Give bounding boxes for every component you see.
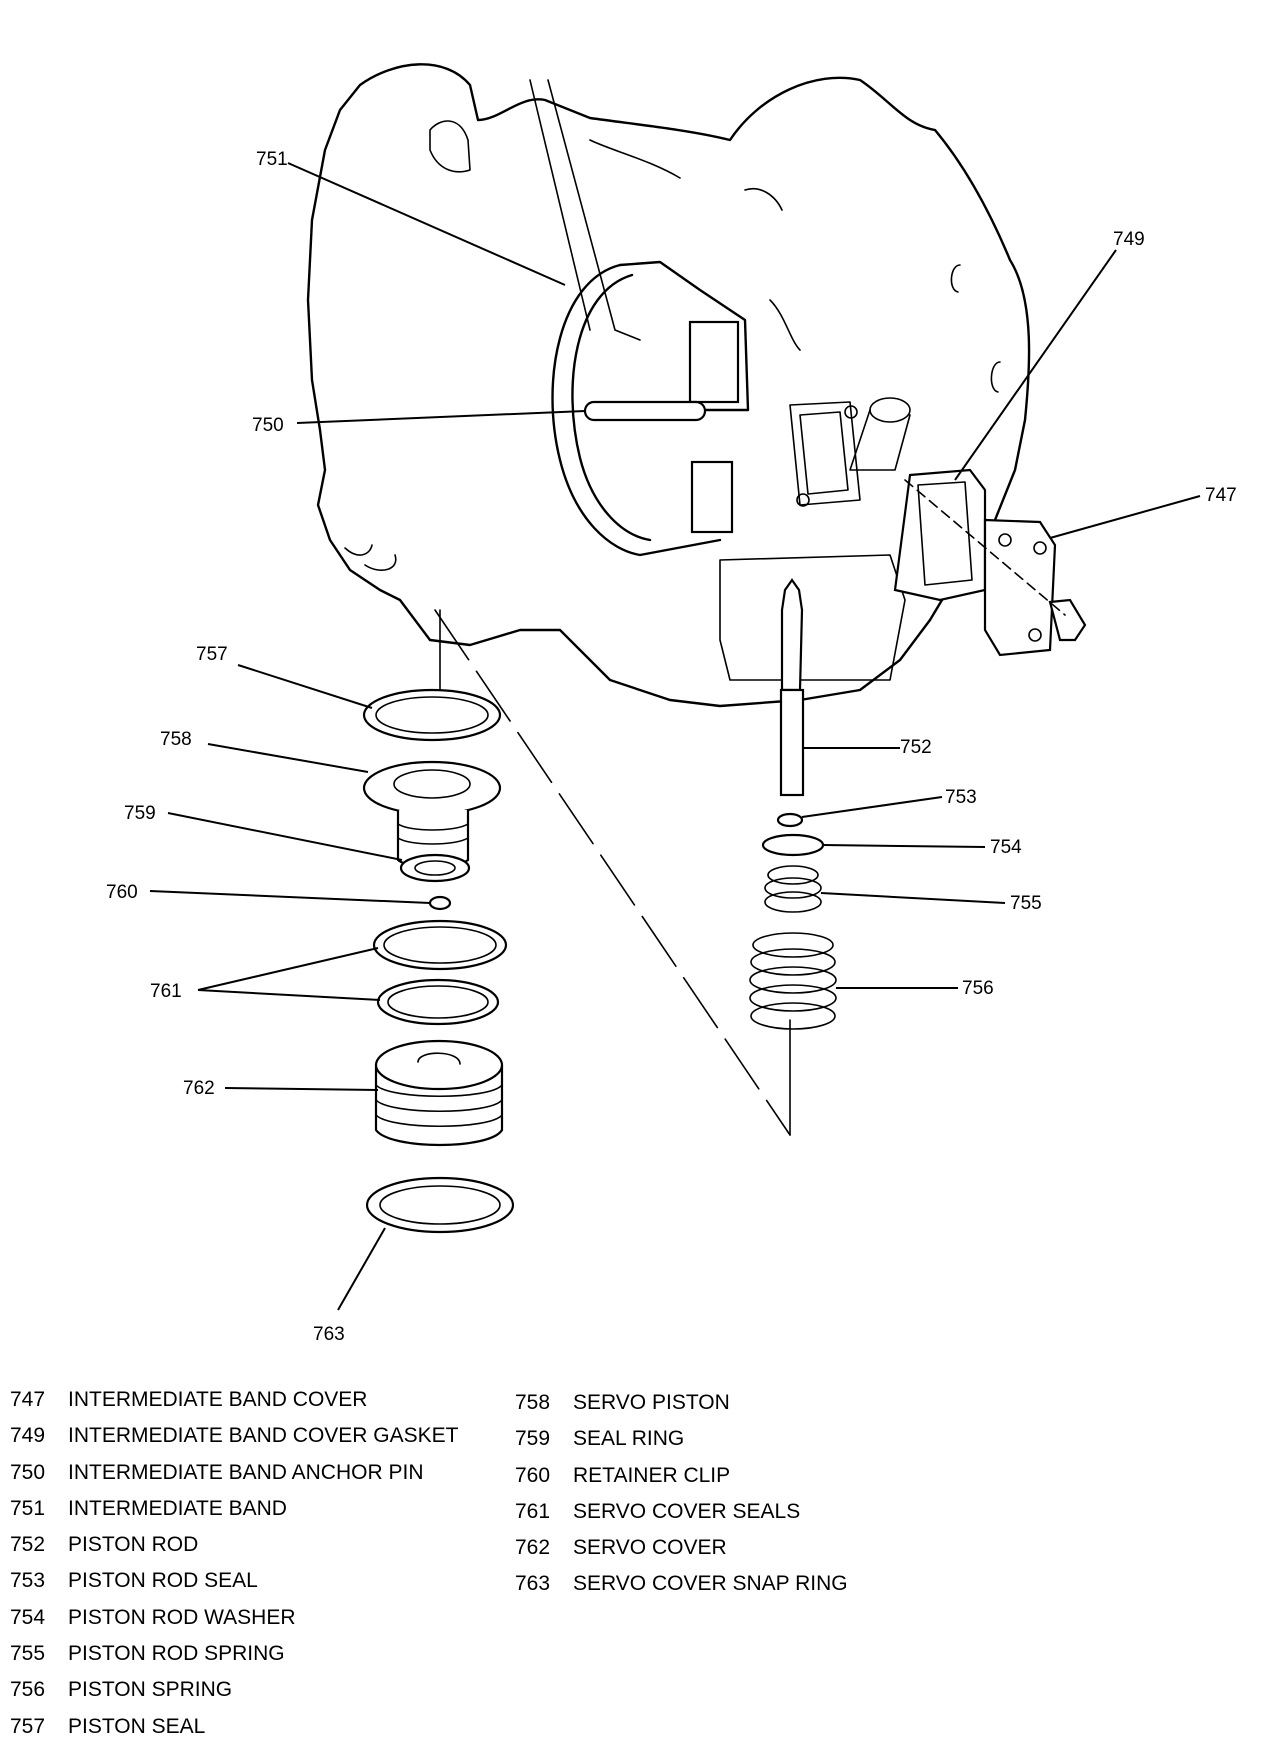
- legend-row: 753 PISTON ROD SEAL: [10, 1563, 459, 1599]
- legend-number: 762: [515, 1536, 551, 1560]
- legend-row: 751 INTERMEDIATE BAND: [10, 1491, 459, 1527]
- callout-756: 756: [962, 978, 994, 999]
- legend-number: 749: [10, 1424, 46, 1448]
- legend-row: 749 INTERMEDIATE BAND COVER GASKET: [10, 1418, 459, 1454]
- piston-seal-drawing: [362, 688, 502, 742]
- rod-washer-drawing: [761, 833, 825, 857]
- legend-number: 753: [10, 1569, 46, 1593]
- piston-rod-drawing: [779, 578, 805, 797]
- legend-number: 755: [10, 1642, 46, 1666]
- legend-label: PISTON ROD SEAL: [68, 1569, 258, 1593]
- legend-row: 759 SEAL RING: [515, 1421, 848, 1457]
- legend-label: INTERMEDIATE BAND COVER: [68, 1388, 368, 1411]
- legend-label: PISTON ROD: [68, 1533, 199, 1557]
- servo-stack: [362, 688, 515, 1234]
- leader-lines: [149, 162, 1201, 1311]
- callout-763: 763: [313, 1324, 345, 1345]
- servo-cover-seals-drawing: [372, 919, 508, 1026]
- piston-spring-drawing: [749, 932, 837, 1030]
- legend-label: PISTON SPRING: [68, 1678, 233, 1702]
- transmission-case: [306, 63, 1031, 708]
- legend-label: INTERMEDIATE BAND: [68, 1496, 287, 1520]
- rod-side-parts: [749, 812, 837, 1030]
- callout-749: 749: [1113, 229, 1145, 250]
- retainer-clip-drawing: [428, 895, 452, 911]
- legend-label: PISTON ROD SPRING: [68, 1642, 285, 1666]
- callout-753: 753: [945, 787, 977, 808]
- legend-row: 756 PISTON SPRING: [10, 1672, 459, 1708]
- legend-row: 750 INTERMEDIATE BAND ANCHOR PIN: [10, 1455, 459, 1491]
- legend-label: SEAL RING: [573, 1427, 685, 1451]
- callout-762: 762: [183, 1078, 215, 1099]
- legend-label: SERVO PISTON: [573, 1391, 730, 1414]
- callout-755: 755: [1010, 893, 1042, 914]
- legend-row: 761 SERVO COVER SEALS: [515, 1494, 848, 1530]
- servo-cover-drawing: [374, 1039, 504, 1147]
- callouts: 751 750 749 747 752 753 754 755 756 757 …: [106, 149, 1237, 1345]
- legend-number: 761: [515, 1499, 551, 1523]
- legend-label: PISTON SEAL: [68, 1714, 206, 1738]
- legend-label: INTERMEDIATE BAND COVER GASKET: [68, 1424, 459, 1448]
- callout-752: 752: [900, 737, 932, 758]
- legend-number: 751: [10, 1496, 46, 1520]
- legend-label: SERVO COVER: [573, 1536, 727, 1560]
- legend-number: 759: [515, 1427, 551, 1451]
- legend-row: 754 PISTON ROD WASHER: [10, 1600, 459, 1636]
- legend-row: 755 PISTON ROD SPRING: [10, 1636, 459, 1672]
- callout-761: 761: [150, 981, 182, 1002]
- callout-751: 751: [256, 149, 288, 170]
- legend-number: 758: [515, 1391, 551, 1414]
- legend-number: 757: [10, 1714, 46, 1738]
- legend-row: 752 PISTON ROD: [10, 1527, 459, 1563]
- legend-label: SERVO COVER SEALS: [573, 1499, 801, 1523]
- legend-number: 756: [10, 1678, 46, 1702]
- legend-number: 760: [515, 1463, 551, 1487]
- rod-spring-drawing: [764, 865, 822, 913]
- legend-row: 757 PISTON SEAL: [10, 1709, 459, 1745]
- callout-759: 759: [124, 803, 156, 824]
- legend-row: 763 SERVO COVER SNAP RING: [515, 1566, 848, 1602]
- callout-760: 760: [106, 882, 138, 903]
- rod-seal-drawing: [776, 812, 804, 828]
- assembly-guide-lines: [434, 609, 791, 1136]
- legend-row: 760 RETAINER CLIP: [515, 1458, 848, 1494]
- legend-row: 747 INTERMEDIATE BAND COVER: [10, 1382, 459, 1418]
- legend-row: 758 SERVO PISTON: [515, 1385, 848, 1421]
- legend-row: 762 SERVO COVER: [515, 1530, 848, 1566]
- legend-number: 763: [515, 1572, 551, 1596]
- legend-number: 750: [10, 1460, 46, 1484]
- parts-legend-right: 758 SERVO PISTON 759 SEAL RING 760 RETAINER…: [515, 1385, 848, 1603]
- callout-750: 750: [252, 415, 284, 436]
- callout-757: 757: [196, 644, 228, 665]
- legend-label: INTERMEDIATE BAND ANCHOR PIN: [68, 1460, 424, 1484]
- legend-number: 754: [10, 1605, 46, 1629]
- legend-number: 752: [10, 1533, 46, 1557]
- legend-label: SERVO COVER SNAP RING: [573, 1572, 848, 1596]
- legend-label: RETAINER CLIP: [573, 1463, 731, 1487]
- servo-piston-drawing: [362, 760, 502, 869]
- legend-label: PISTON ROD WASHER: [68, 1605, 296, 1629]
- seal-ring-drawing: [399, 853, 471, 883]
- callout-754: 754: [990, 837, 1022, 858]
- legend-number: 747: [10, 1388, 46, 1411]
- callout-758: 758: [160, 729, 192, 750]
- snap-ring-drawing: [365, 1176, 515, 1234]
- callout-747: 747: [1205, 485, 1237, 506]
- intermediate-band-drawing: [529, 79, 750, 557]
- cover-assembly-drawing: [893, 468, 1087, 657]
